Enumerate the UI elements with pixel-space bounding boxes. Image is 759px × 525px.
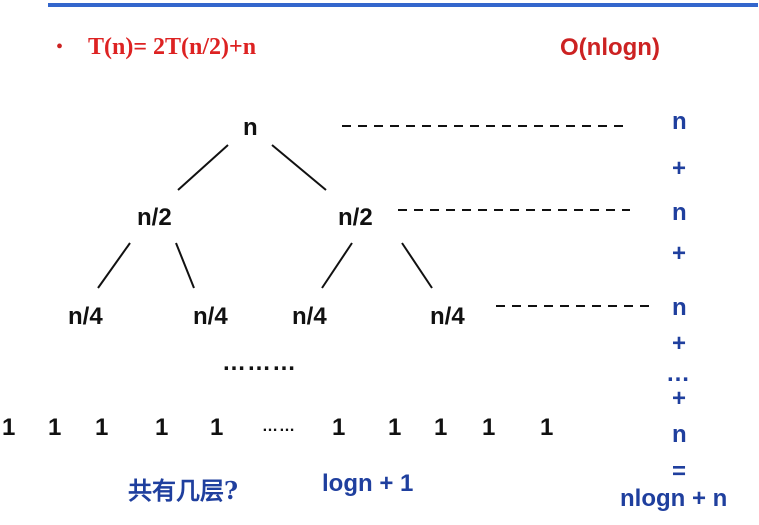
edge-l1a-right xyxy=(175,242,195,289)
leaf-node: 1 xyxy=(2,414,16,441)
leaf-gap-ellipsis: …… xyxy=(262,418,296,435)
leaf-node: 1 xyxy=(48,414,62,441)
sum-term: n xyxy=(672,294,687,321)
recurrence-formula: T(n)= 2T(n/2)+n xyxy=(88,34,257,60)
sum-term: n xyxy=(672,421,687,448)
sum-ellipsis: … xyxy=(666,360,690,387)
edge-l1b-left xyxy=(321,242,353,289)
sum-term: n xyxy=(672,199,687,226)
tree-level1-node: n/2 xyxy=(137,204,172,231)
tree-root-node: n xyxy=(243,114,258,141)
edge-root-left xyxy=(177,144,229,191)
sum-plus: + xyxy=(672,385,687,412)
edge-l1b-right xyxy=(401,242,433,289)
leaf-node: 1 xyxy=(210,414,224,441)
tree-level1-node: n/2 xyxy=(338,204,373,231)
sum-plus: + xyxy=(672,155,687,182)
sum-equals: = xyxy=(672,458,687,485)
leaf-node: 1 xyxy=(388,414,402,441)
leaf-node: 1 xyxy=(482,414,496,441)
edge-l1a-left xyxy=(97,242,131,289)
tree-level2-node: n/4 xyxy=(292,303,327,330)
levels-answer: logn + 1 xyxy=(322,470,414,497)
tree-level2-node: n/4 xyxy=(193,303,228,330)
sum-term: n xyxy=(672,108,687,135)
leaf-node: 1 xyxy=(540,414,554,441)
leaf-node: 1 xyxy=(434,414,448,441)
sum-plus: + xyxy=(672,240,687,267)
leaf-node: 1 xyxy=(332,414,346,441)
tree-ellipsis: ……… xyxy=(222,349,297,376)
tree-level2-node: n/4 xyxy=(68,303,103,330)
sum-result: nlogn + n xyxy=(620,485,728,512)
complexity-label: O(nlogn) xyxy=(560,34,660,61)
levels-question: 共有几层? xyxy=(128,476,239,505)
leaf-node: 1 xyxy=(95,414,109,441)
bullet-point: • xyxy=(56,36,64,58)
top-accent-bar xyxy=(48,3,758,7)
leaf-node: 1 xyxy=(155,414,169,441)
edge-root-right xyxy=(271,144,327,191)
sum-plus: + xyxy=(672,330,687,357)
tree-level2-node: n/4 xyxy=(430,303,465,330)
